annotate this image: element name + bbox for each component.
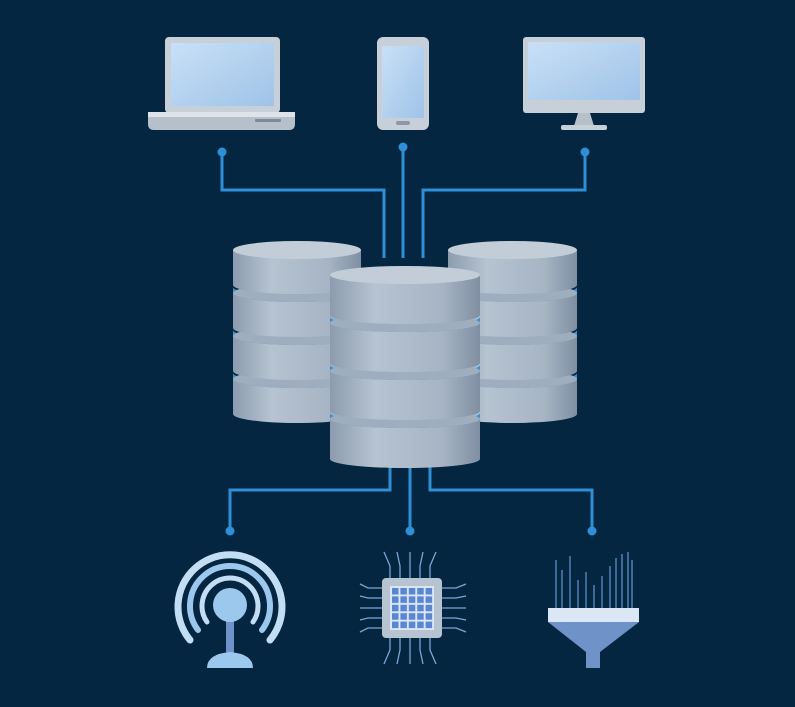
connector-funnel <box>428 462 594 530</box>
connector-monitor <box>421 152 587 258</box>
connector-laptop <box>220 152 386 258</box>
connector-dots <box>217 142 597 536</box>
microchip-icon <box>359 551 467 665</box>
database-stack-center <box>330 266 480 468</box>
database-stack-right <box>448 241 577 423</box>
connector-antenna <box>228 462 392 530</box>
laptop-icon <box>148 37 295 130</box>
desktop-monitor-icon <box>523 37 645 130</box>
disk-platter <box>448 241 577 294</box>
connector-lines <box>220 147 594 530</box>
wireless-antenna-icon <box>174 551 286 668</box>
database-server-icon <box>233 241 577 468</box>
smartphone-icon <box>377 37 429 130</box>
disk-platter <box>330 266 480 324</box>
disk-platter <box>233 241 361 294</box>
database-stack-left <box>233 241 361 423</box>
data-filter-funnel-icon <box>548 552 639 668</box>
